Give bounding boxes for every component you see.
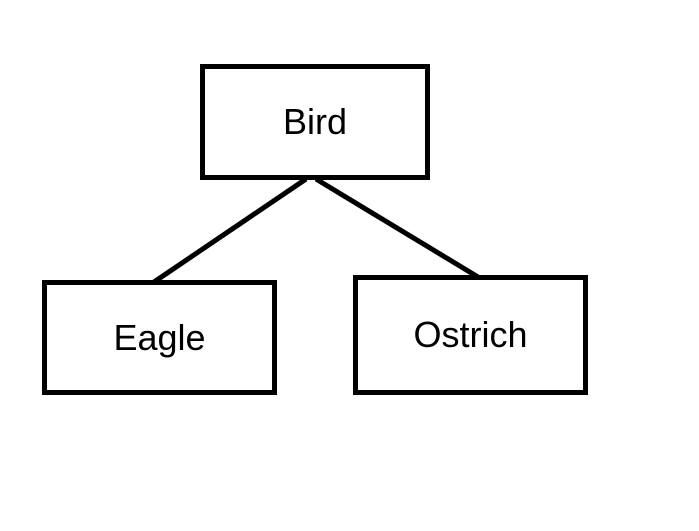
node-bird: Bird — [200, 64, 430, 180]
node-ostrich: Ostrich — [353, 275, 588, 395]
node-bird-label: Bird — [282, 101, 348, 142]
node-ostrich-label: Ostrich — [413, 314, 528, 355]
edge-bird-ostrich — [314, 176, 480, 280]
node-eagle-label: Eagle — [113, 316, 206, 358]
node-eagle: Eagle — [42, 280, 277, 395]
edge-bird-eagle — [152, 176, 308, 285]
